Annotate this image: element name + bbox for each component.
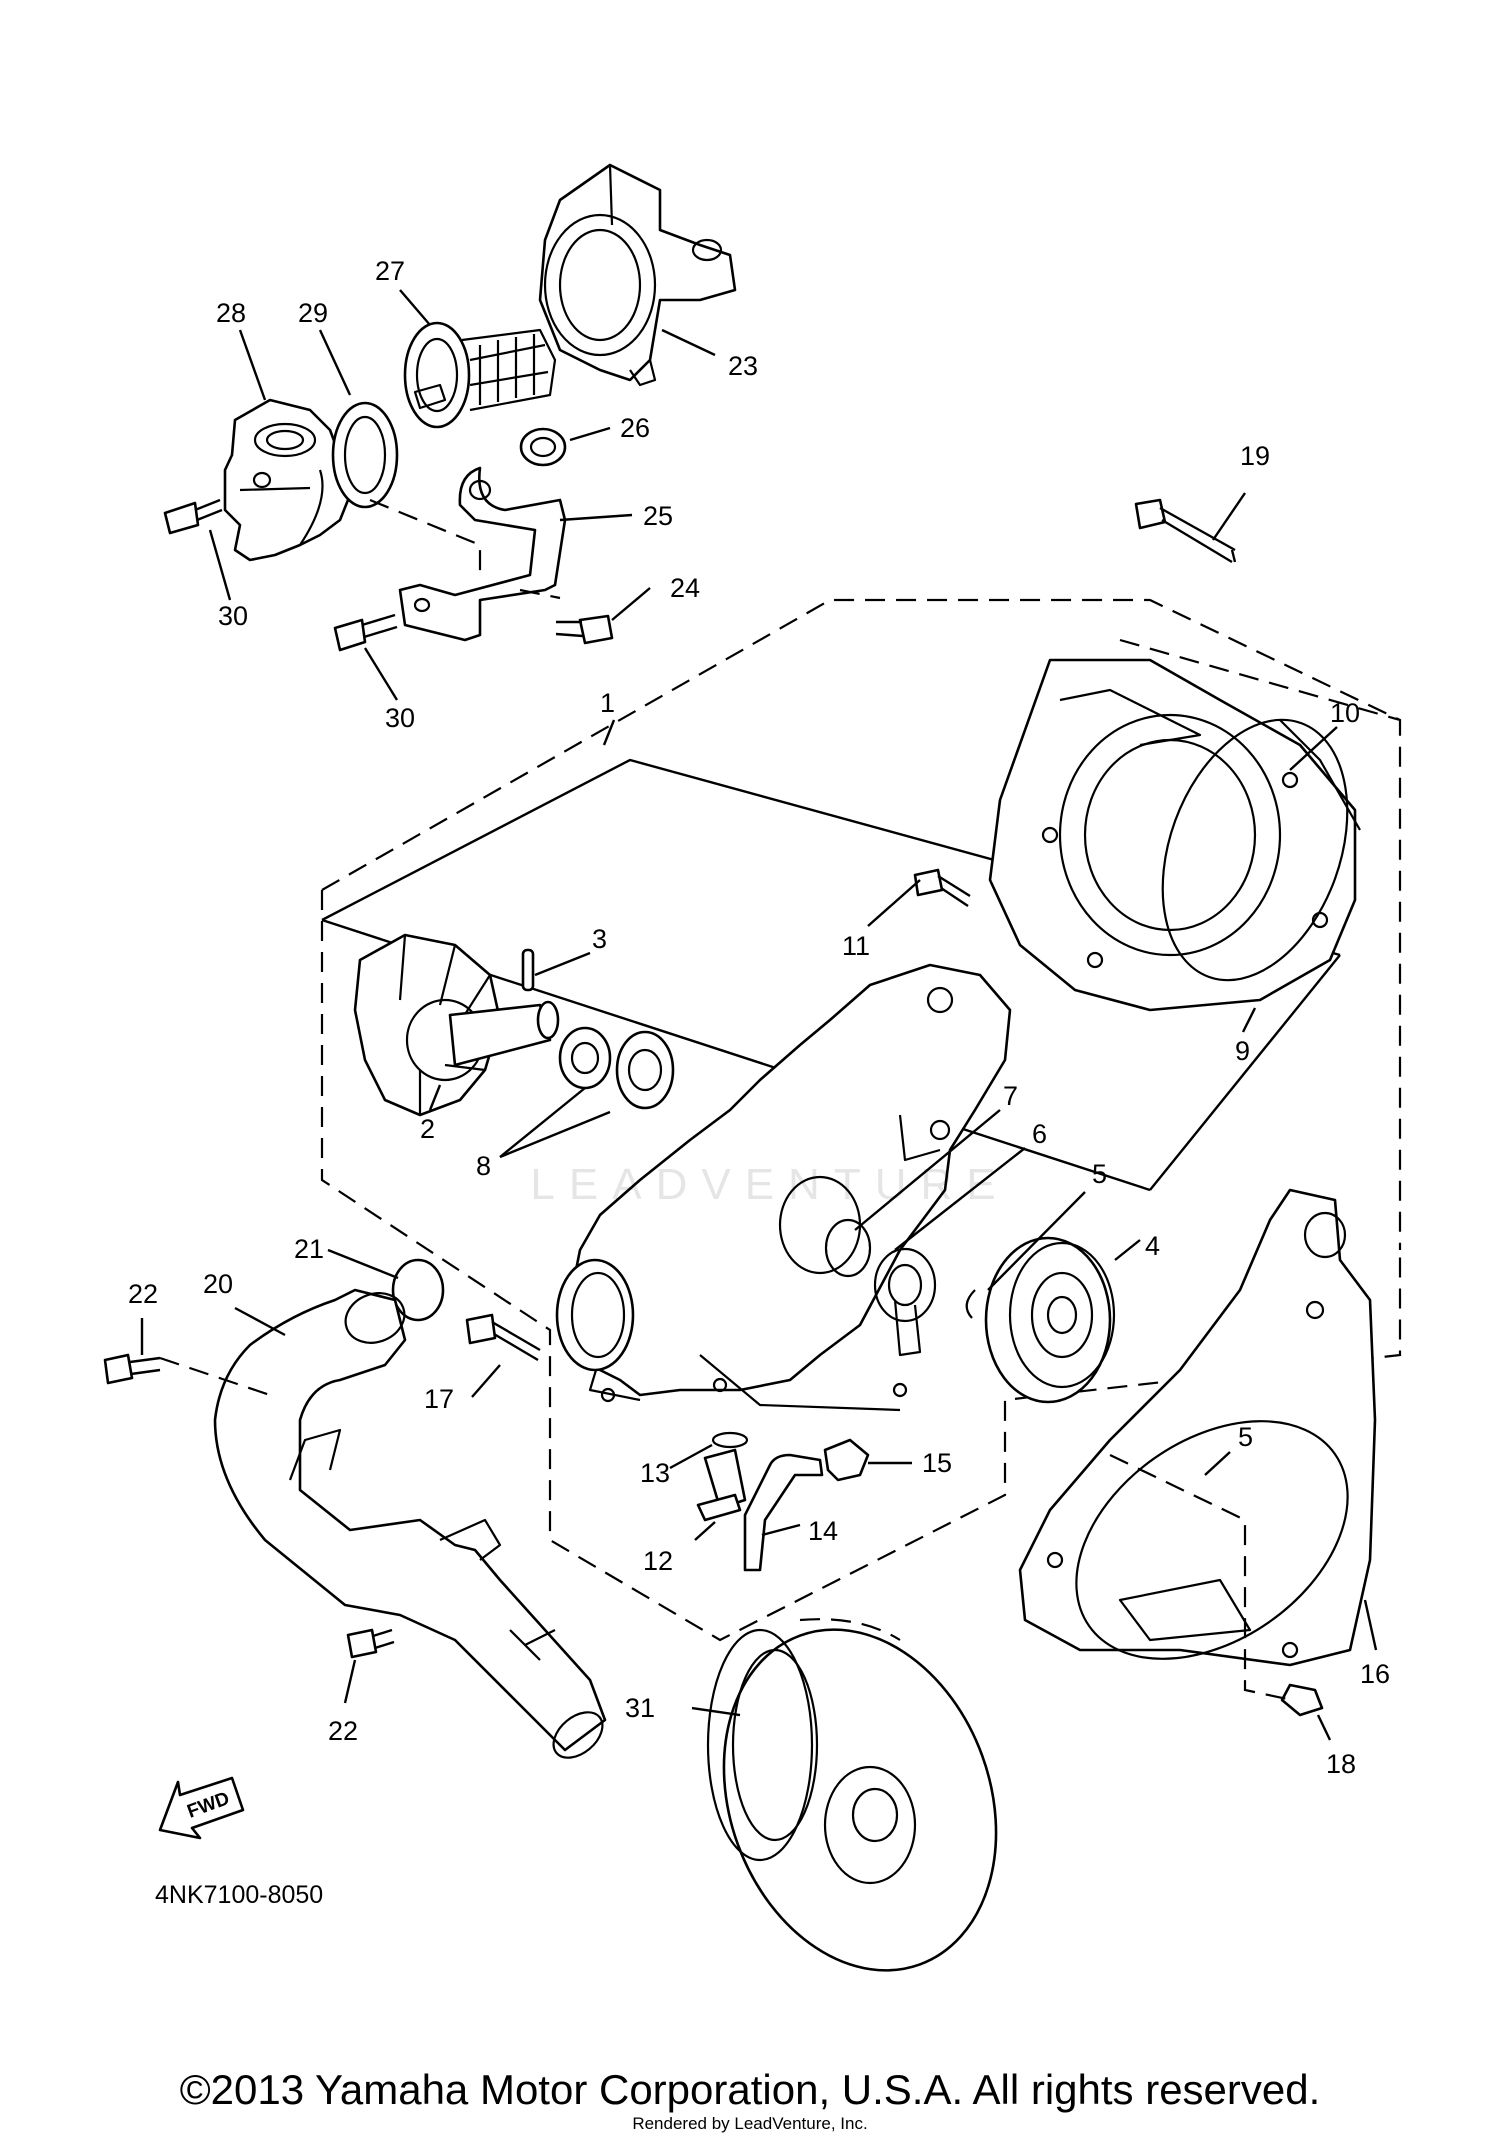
callout-28: 28 [216,298,246,328]
callout-22a: 22 [128,1279,158,1309]
seals-8 [558,1026,675,1110]
callout-26: 26 [620,413,650,443]
drawing-code: 4NK7100-8050 [155,1881,323,1909]
callout-11: 11 [842,931,870,961]
callout-20: 20 [203,1269,233,1299]
callout-22b: 22 [328,1716,358,1746]
leader-lines [140,289,1378,1741]
callout-1: 1 [600,688,615,718]
callout-30a: 30 [218,601,248,631]
callout-31: 31 [625,1693,655,1723]
callout-4: 4 [1145,1231,1160,1261]
bolt-17 [465,1313,541,1362]
impeller [353,933,560,1117]
callout-13: 13 [640,1458,670,1488]
thermostat-bracket [398,466,567,642]
thermostat-seal [519,427,567,467]
callout-16: 16 [1360,1659,1390,1689]
fwd-arrow-icon: FWD [158,1776,245,1840]
callout-3: 3 [592,924,607,954]
watermark: LEADVENTURE [530,1160,1010,1209]
bolts-thermostat [163,498,614,652]
callout-14: 14 [808,1516,838,1546]
callout-numbers: 1 2 3 4 5 5 6 7 8 9 10 11 12 13 14 15 16… [128,256,1390,1779]
callout-19: 19 [1240,441,1270,471]
callout-7: 7 [1003,1081,1018,1111]
bolts-22 [103,1353,395,1659]
callout-21: 21 [294,1234,324,1264]
water-pipe-20 [213,1288,607,1759]
rendered-by-text: Rendered by LeadVenture, Inc. [632,2114,868,2133]
thermostat-cover [223,398,399,562]
pin-3 [521,948,535,992]
callout-10: 10 [1330,698,1360,728]
copyright-text: ©2013 Yamaha Motor Corporation, U.S.A. A… [179,2066,1321,2113]
callout-24: 24 [670,573,700,603]
o-ring-21 [391,1258,445,1322]
callout-30b: 30 [385,703,415,733]
plug-18 [1280,1683,1324,1717]
thermostat [403,321,557,429]
callout-17: 17 [424,1384,454,1414]
callout-25: 25 [643,501,673,531]
callout-6: 6 [1032,1119,1047,1149]
drain-parts [696,1431,870,1572]
bolt-19 [1134,498,1237,564]
crankcase-cover-16 [1018,1188,1377,1667]
thermostat-housing [538,163,737,387]
gear-31 [706,1618,998,1972]
callout-9: 9 [1235,1036,1250,1066]
callout-5b: 5 [1238,1422,1253,1452]
callout-2: 2 [420,1114,435,1144]
bolt-11 [913,868,971,907]
callout-5a: 5 [1092,1159,1107,1189]
callout-29: 29 [298,298,328,328]
gear-4 [984,1236,1116,1404]
callout-23: 23 [728,351,758,381]
callout-12: 12 [643,1546,673,1576]
gasket [1161,718,1361,982]
callout-8: 8 [476,1151,491,1181]
pump-cover [988,658,1357,1012]
callout-27: 27 [375,256,405,286]
callout-15: 15 [922,1448,952,1478]
water-pump-housing [555,963,1012,1412]
callout-18: 18 [1326,1749,1356,1779]
